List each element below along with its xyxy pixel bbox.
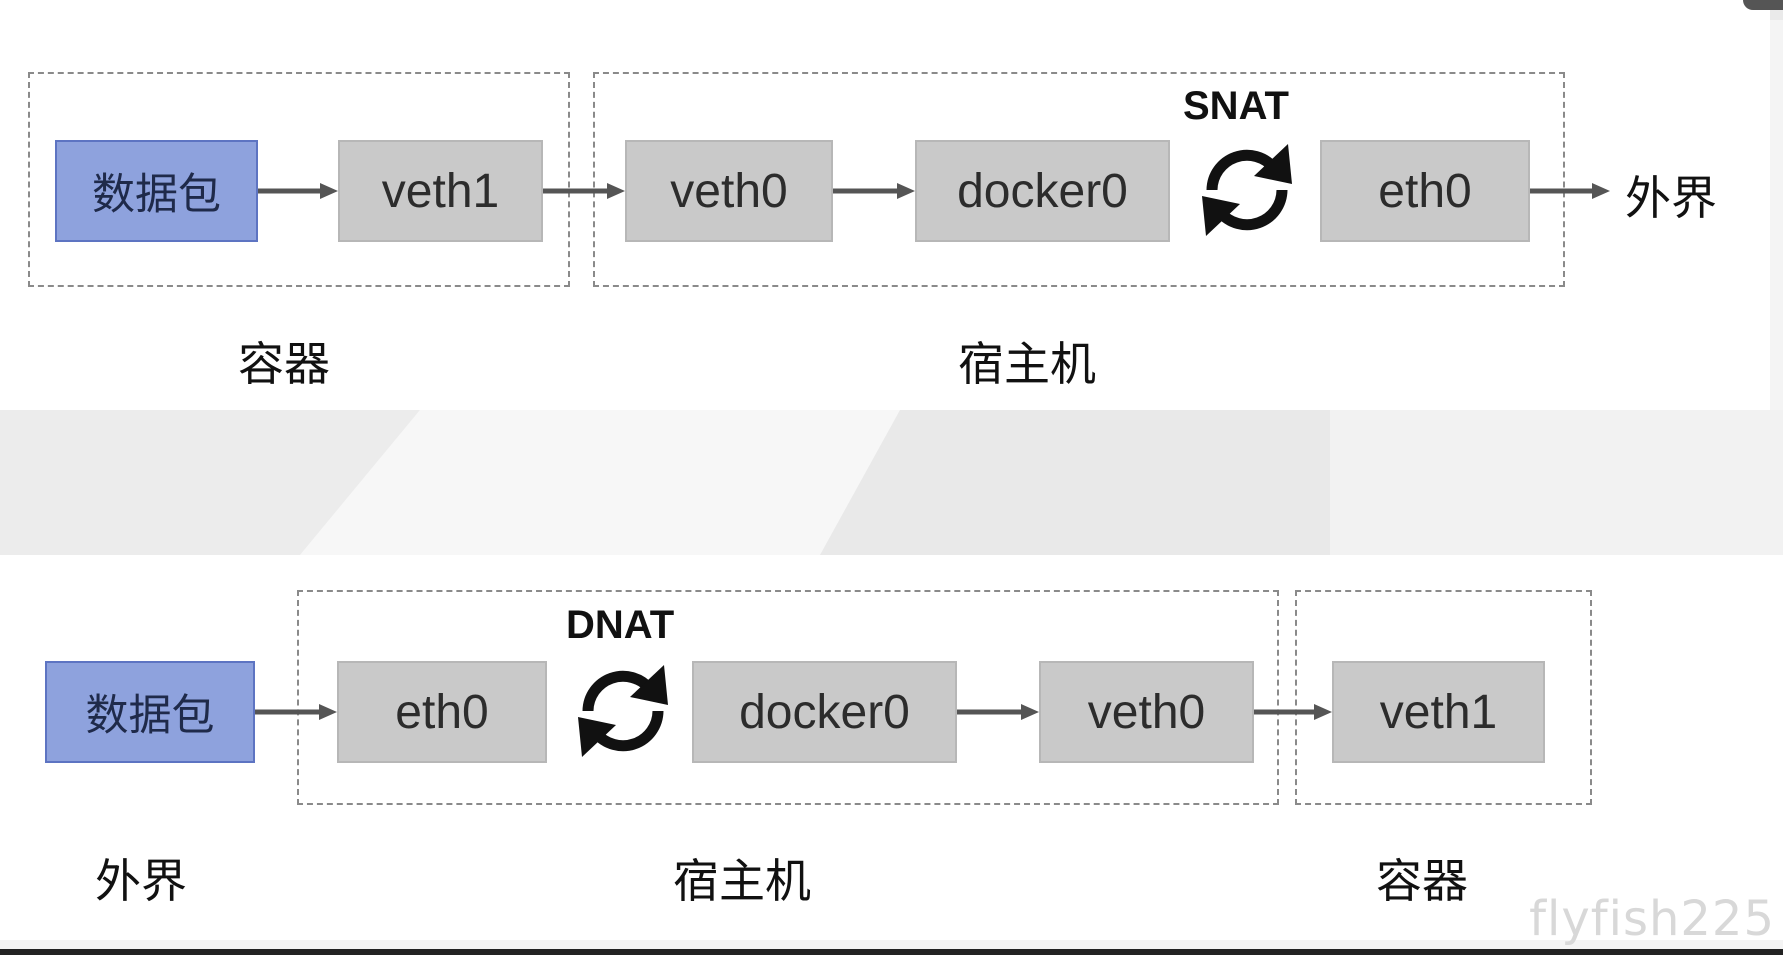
arrow-docker0-to-veth0 [957,702,1039,722]
eth0-node: eth0 [1320,140,1530,242]
arrow-veth1-to-veth0 [543,181,625,201]
container-group-label: 容器 [1376,854,1468,908]
arrow-packet-to-veth1 [258,181,338,201]
dnat-diagram-panel: 数据包 eth0 DNAT docker0 veth0 veth1 外界 宿主机… [0,555,1783,940]
dnat-label: DNAT [566,603,675,647]
host-group-label: 宿主机 [958,337,1096,391]
container-group-box [1295,590,1592,805]
veth1-node: veth1 [338,140,543,242]
packet-node: 数据包 [45,661,255,763]
bottom-edge-bar [0,949,1783,955]
arrow-veth0-to-veth1 [1254,702,1332,722]
snat-label: SNAT [1183,84,1289,128]
eth0-node: eth0 [337,661,547,763]
arrow-veth0-to-docker0 [833,181,915,201]
packet-node: 数据包 [55,140,258,242]
arrow-packet-to-eth0 [255,702,337,722]
outside-label: 外界 [1625,171,1717,225]
veth0-node: veth0 [1039,661,1254,763]
veth0-node: veth0 [625,140,833,242]
docker0-node: docker0 [692,661,957,763]
snat-diagram-panel: 数据包 veth1 veth0 docker0 SNAT eth0 外界 容器 … [0,0,1770,410]
watermark-text: flyfish225 [1529,891,1775,947]
host-group-box [593,72,1565,287]
window-corner [1743,0,1783,10]
container-group-box [28,72,570,287]
docker0-node: docker0 [915,140,1170,242]
veth1-node: veth1 [1332,661,1545,763]
outside-label: 外界 [95,854,187,908]
host-group-box [297,590,1279,805]
host-group-label: 宿主机 [673,854,811,908]
dnat-cycle-icon [578,665,668,757]
snat-cycle-icon [1202,144,1292,236]
arrow-eth0-to-outside [1530,181,1610,201]
container-group-label: 容器 [238,337,330,391]
